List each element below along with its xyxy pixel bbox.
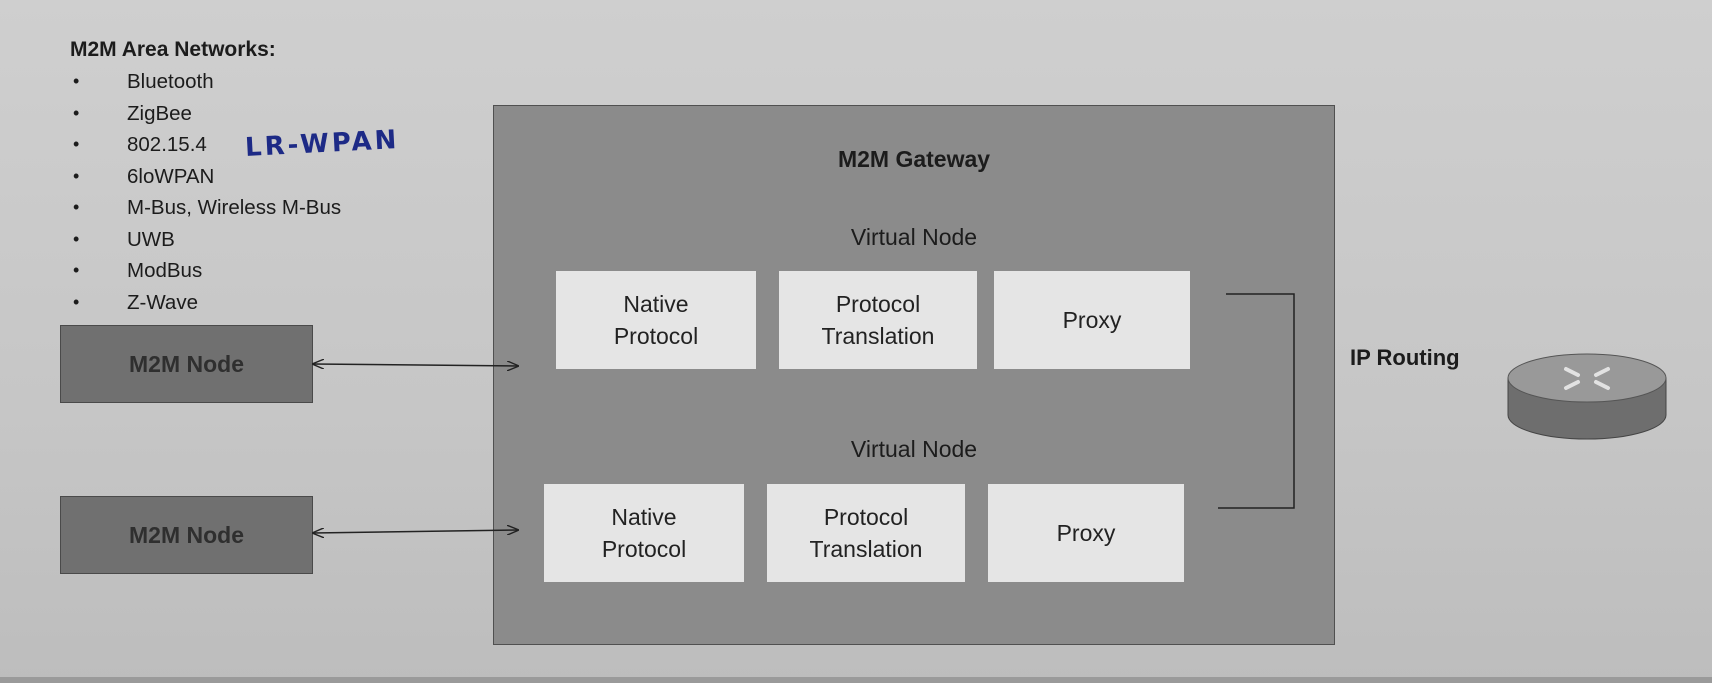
vn2-proxy-label: Proxy [1056, 520, 1116, 546]
vn1-translation-line2: Translation [821, 323, 935, 349]
vn2-proxy: Proxy [988, 484, 1184, 582]
page-edge [0, 677, 1712, 683]
node1-gateway-arrow [313, 364, 518, 366]
network-item-zwave: Z-Wave [70, 287, 341, 319]
network-item-bluetooth: Bluetooth [70, 66, 341, 98]
network-item-uwb: UWB [70, 224, 341, 256]
vn1-translation-line1: Protocol [835, 291, 921, 317]
vn2-translation-line2: Translation [809, 536, 923, 562]
vn1-proxy-label: Proxy [1062, 307, 1122, 333]
vn2-native-line2: Protocol [601, 536, 687, 562]
area-networks-list: M2M Area Networks: Bluetooth ZigBee 802.… [70, 38, 341, 318]
ip-routing-label: IP Routing [1350, 345, 1460, 370]
vn1-proxy: Proxy [994, 271, 1190, 369]
m2m-gateway: M2M Gateway Virtual Node Virtual Node Na… [493, 105, 1335, 645]
network-item-mbus: M-Bus, Wireless M-Bus [70, 192, 341, 224]
routing-bracket [1218, 293, 1295, 509]
m2m-node-2-label: M2M Node [129, 521, 244, 548]
network-item-zigbee: ZigBee [70, 98, 341, 130]
virtual-node-1-title: Virtual Node [850, 224, 978, 250]
m2m-node-2: M2M Node [60, 496, 313, 574]
vn2-native-line1: Native [611, 504, 677, 530]
vn1-native-line1: Native [623, 291, 689, 317]
virtual-node-2-title: Virtual Node [850, 436, 978, 462]
network-item-6lowpan: 6loWPAN [70, 161, 341, 193]
m2m-node-1: M2M Node [60, 325, 313, 403]
network-item-802-15-4: 802.15.4 [70, 129, 341, 161]
network-bullet-list: Bluetooth ZigBee 802.15.4 6loWPAN M-Bus,… [70, 66, 341, 318]
gateway-title: M2M Gateway [837, 146, 991, 172]
area-networks-title: M2M Area Networks: [70, 38, 276, 61]
network-item-modbus: ModBus [70, 255, 341, 287]
node2-gateway-arrow [313, 530, 518, 533]
vn1-native-line2: Protocol [613, 323, 699, 349]
m2m-node-1-label: M2M Node [129, 350, 244, 377]
router-icon [1507, 353, 1667, 440]
vn2-translation-line1: Protocol [823, 504, 909, 530]
